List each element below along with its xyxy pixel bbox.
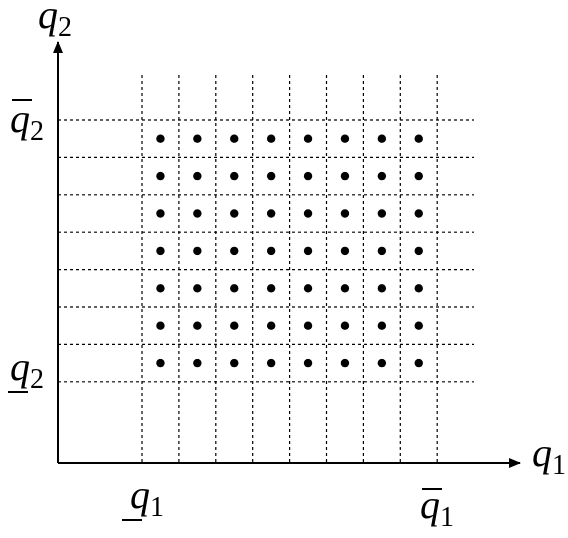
grid-point [156,284,165,293]
grid-point [303,134,313,143]
grid-points [156,134,423,368]
grid-point [230,134,239,143]
grid-point [377,209,387,218]
grid-point [266,134,276,143]
svg-text:q1: q1 [420,482,454,533]
grid-point [230,246,239,256]
grid-point [377,246,387,256]
x-axis-label: q1 [532,430,566,481]
grid-point [193,246,202,256]
grid-point [303,171,313,181]
grid-point [193,358,202,368]
grid-point [156,358,165,368]
grid-point [230,284,239,293]
grid-point [230,321,239,330]
grid-point [340,134,350,143]
grid-point [340,284,350,293]
grid-point [266,321,276,330]
grid-point [156,321,165,330]
grid-point [193,284,202,293]
svg-text:q1: q1 [130,472,164,523]
grid-point [266,246,276,256]
grid-point [377,321,387,330]
grid-point [193,171,202,181]
y-upper-bound-label: q2 [10,96,44,147]
grid-point [414,134,423,143]
svg-text:q2: q2 [10,344,44,395]
grid-point [377,134,387,143]
grid-point [340,321,350,330]
grid-point [340,171,350,181]
grid-point [193,209,202,218]
grid-point [193,134,202,143]
grid-point [303,284,313,293]
grid-point [266,358,276,368]
x-lower-bound-label: q1 [122,472,164,523]
grid-point [156,246,165,256]
grid-point [414,321,423,330]
grid-point [377,284,387,293]
grid-point [156,134,165,143]
x-upper-bound-label: q1 [420,482,454,533]
grid-point [193,321,202,330]
grid-point [266,284,276,293]
grid-point [340,246,350,256]
grid-point [414,246,423,256]
grid-point [266,209,276,218]
grid-point [414,209,423,218]
svg-text:q2: q2 [10,96,44,147]
grid-point [377,171,387,181]
grid-point [156,171,165,181]
grid-point [340,209,350,218]
grid-point [156,209,165,218]
y-axis-label: q2 [38,0,72,43]
y-lower-bound-label: q2 [8,344,44,395]
grid-point [230,358,239,368]
grid-point [303,246,313,256]
grid-point [266,171,276,181]
grid-point [377,358,387,368]
grid-lines [58,75,474,463]
grid-point [303,321,313,330]
grid-point [303,358,313,368]
grid-point [303,209,313,218]
grid-point [230,171,239,181]
grid-point [230,209,239,218]
grid-point [340,358,350,368]
grid-point [414,171,423,181]
grid-point [414,284,423,293]
grid-point [414,358,423,368]
